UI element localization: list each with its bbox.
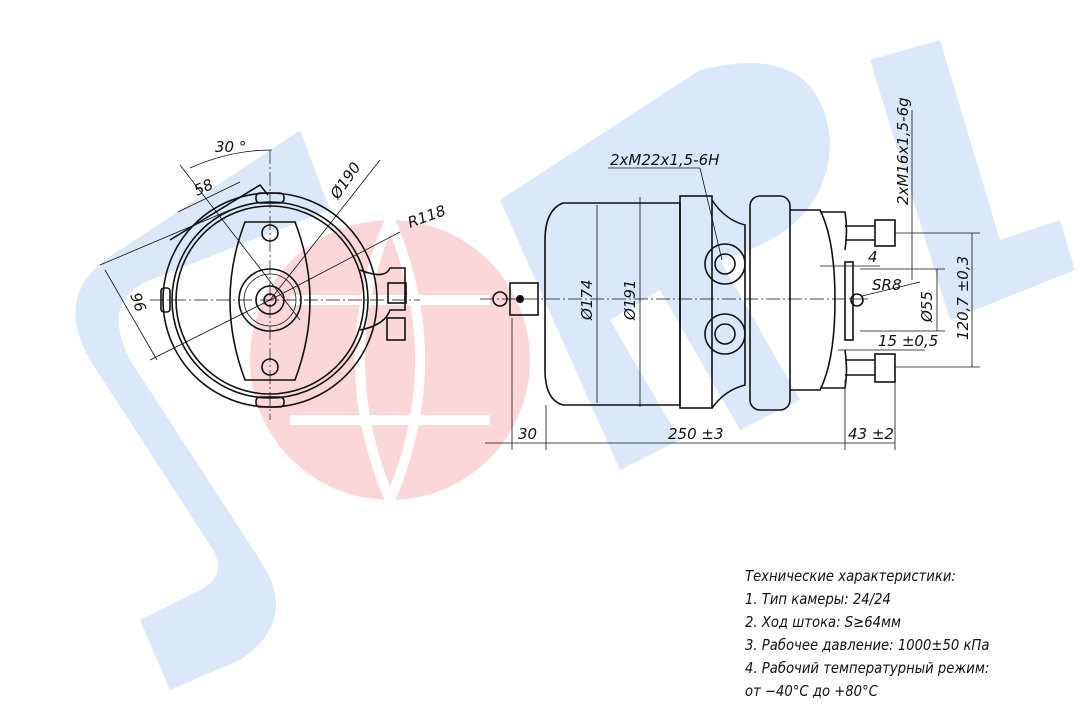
dim-sr8: SR8 [872, 276, 902, 294]
dim-250: 250 ±3 [668, 425, 724, 443]
dim-d190: Ø190 [326, 159, 365, 203]
specs-title: Технические характеристики: [745, 567, 956, 585]
dim-d174: Ø174 [578, 280, 596, 321]
dim-30: 30 [518, 425, 537, 443]
dim-4: 4 [868, 248, 878, 266]
spec-item: 1. Тип камеры: 24/24 [745, 590, 891, 608]
spec-item: 2. Ход штока: S≥64мм [745, 613, 901, 631]
dim-15: 15 ±0,5 [878, 332, 938, 350]
side-view: Ø174 Ø191 2xM22x1,5-6H 2xM16x1,5-6g 4 SR… [480, 97, 980, 450]
dim-120-7: 120,7 ±0,3 [954, 256, 972, 340]
technical-specs: Технические характеристики: 1. Тип камер… [745, 565, 989, 703]
dim-angle: 30 ° [215, 138, 246, 156]
watermark-logo [75, 40, 1075, 690]
dim-port-thread: 2xM22x1,5-6H [610, 151, 719, 169]
spec-item: от −40°С до +80°С [745, 682, 878, 700]
dim-stud-thread: 2xM16x1,5-6g [894, 97, 912, 205]
spec-item: 4. Рабочий температурный режим: [745, 659, 990, 677]
dim-96: 96 [126, 290, 149, 314]
dim-d55: Ø55 [918, 291, 936, 323]
dim-43: 43 ±2 [848, 425, 894, 443]
spec-item: 3. Рабочее давление: 1000±50 кПа [745, 636, 990, 654]
dim-d191: Ø191 [621, 280, 639, 321]
